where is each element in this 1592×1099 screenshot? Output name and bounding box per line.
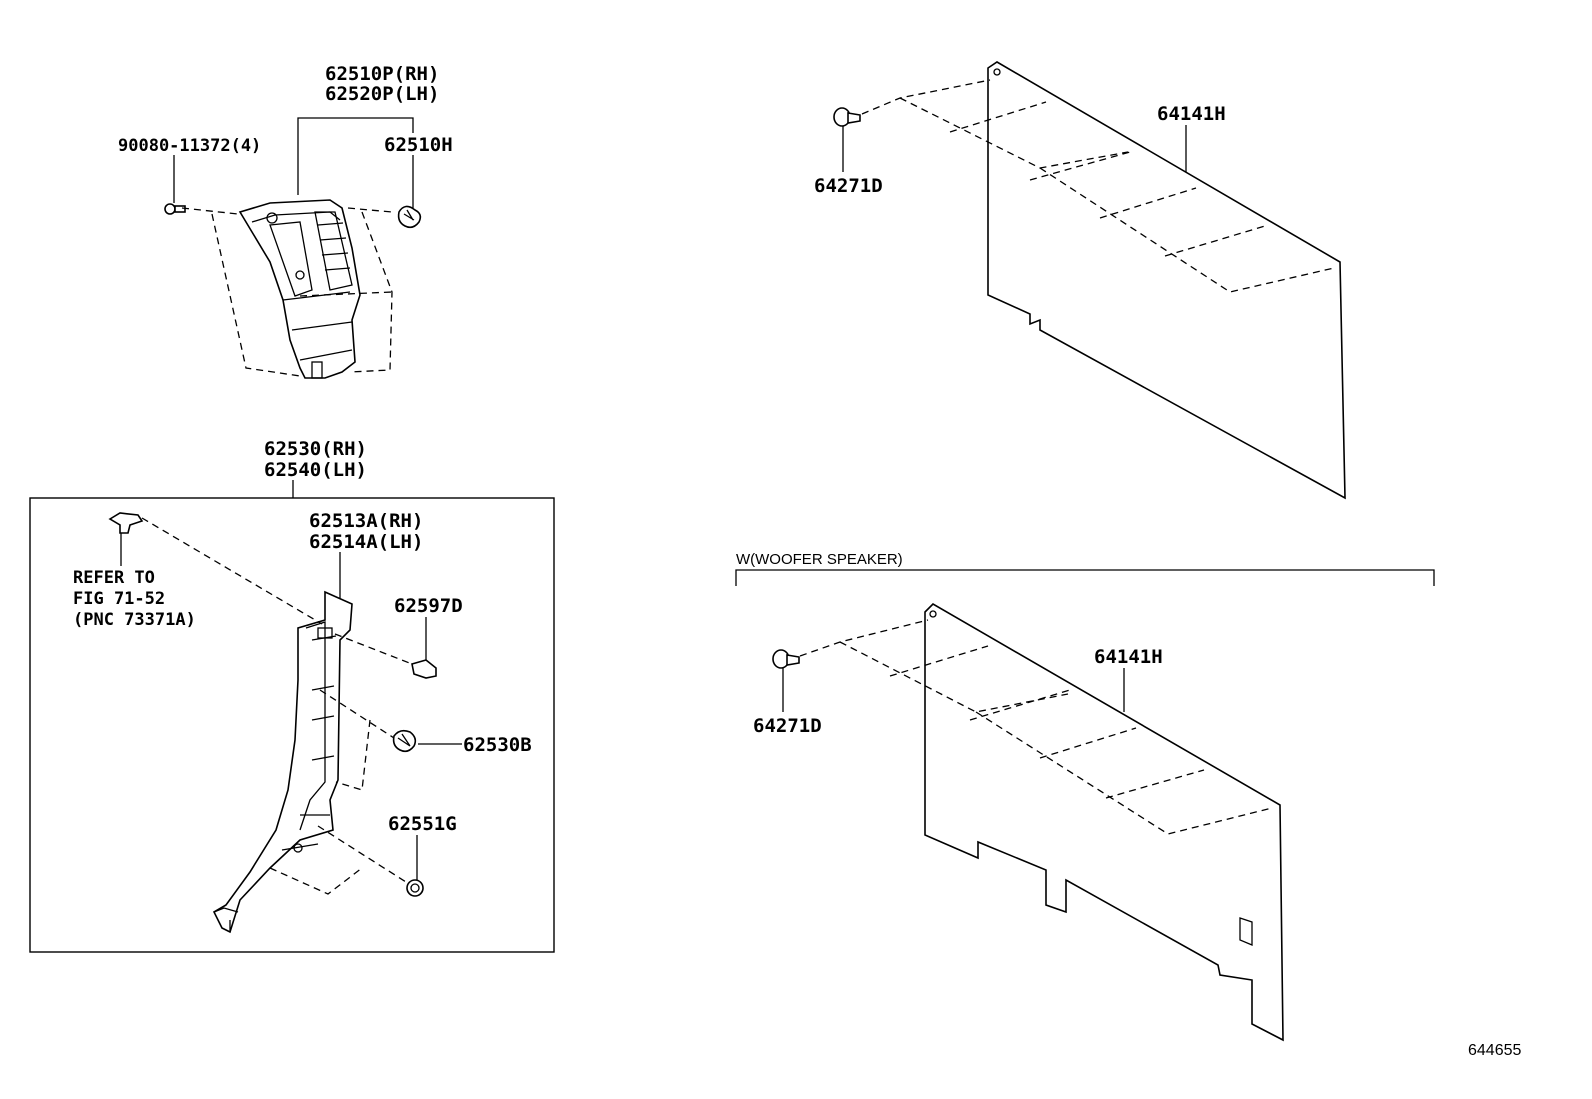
guide-left [211,213,301,377]
clip-62551G-part [406,879,424,897]
clip-64271D-top-part [833,107,861,127]
refer-to-line3: (PNC 73371A) [73,610,196,630]
leader-62510P [297,117,414,195]
label-62597D: 62597D [394,595,463,617]
guide-bottom-1 [799,619,929,657]
label-62514A: 62514A(LH) [309,531,423,553]
refer-to-line2: FIG 71-52 [73,589,165,609]
guide-top-6 [1164,225,1266,257]
guide-clip [347,207,393,213]
guide-mid-box [335,719,371,791]
label-64141H-top: 64141H [1157,103,1226,125]
lower-pillar-garnish-part [212,590,353,934]
guide-bottom-2 [839,641,1069,713]
guide-top-4 [1029,151,1131,181]
label-62530: 62530(RH) [264,438,367,460]
label-64141H-bottom: 64141H [1094,646,1163,668]
upper-pillar-garnish-assembly: 62510P(RH) 62520P(LH) 90080-11372(4) 625… [118,63,453,379]
label-62551G: 62551G [388,813,457,835]
refer-to-line1: REFER TO [73,568,155,588]
clip-64271D-bottom-part [772,649,800,669]
side-panel-64141H-top-part [987,61,1346,500]
illustration-number: 644655 [1468,1042,1521,1059]
lower-pillar-garnish-assembly: 62530(RH) 62540(LH) 62513A(RH) 62514A(LH… [29,438,555,953]
guide-screw [181,207,239,215]
label-62510P: 62510P(RH) [325,63,439,85]
clip-62530B-part [392,729,417,753]
label-62513A: 62513A(RH) [309,510,423,532]
guide-top-1 [861,79,991,115]
guide-bottom-7 [975,711,1273,835]
woofer-section-bracket [735,569,1435,586]
guide-mid [299,291,393,297]
upper-pillar-garnish-part [238,199,361,379]
guide-top-3 [949,101,1047,133]
label-62520P: 62520P(LH) [325,83,439,105]
guide-top-7 [1039,167,1335,293]
guide-top-5 [1099,187,1197,219]
label-64271D-top: 64271D [814,175,883,197]
label-62510H: 62510H [384,134,453,156]
lower-assembly-frame [29,497,555,953]
woofer-speaker-assembly: W(WOOFER SPEAKER) 64141H 64271D [735,551,1435,1042]
clip-73371A-part [108,512,144,534]
clip-62510H-part [397,205,422,229]
guide-bottom-3 [889,645,989,677]
woofer-section-title: W(WOOFER SPEAKER) [736,551,903,568]
guide-62597D [334,633,413,665]
guide-bottom-4 [969,689,1071,721]
side-panel-64141H-bottom-part [924,602,1284,1042]
guide-bottom-5 [1039,727,1137,759]
guide-62530B [319,689,395,739]
label-64271D-bottom: 64271D [753,715,822,737]
guide-right [349,211,393,373]
side-panel-top-assembly: 64141H 64271D [814,61,1346,500]
screw-90080-part [164,203,186,215]
label-90080-11372: 90080-11372(4) [118,136,261,156]
clip-62597D-part [411,659,437,679]
guide-62551G [317,825,407,883]
guide-bottom [269,867,363,895]
guide-bottom-6 [1105,769,1205,799]
guide-refer-clip [141,517,323,625]
label-62540: 62540(LH) [264,459,367,481]
label-62530B: 62530B [463,734,532,756]
